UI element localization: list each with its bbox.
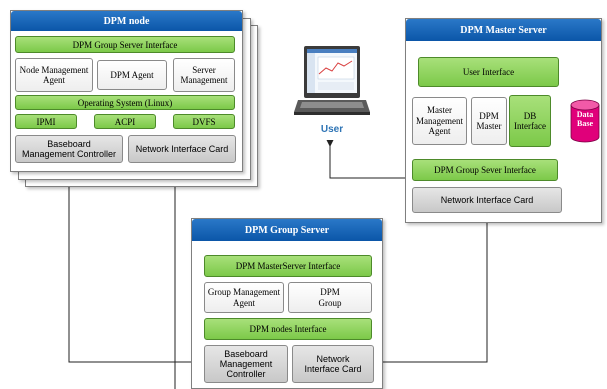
dvfs: DVFS xyxy=(173,114,235,129)
dpm-node-title: DPM node xyxy=(11,11,242,31)
master-user-interface: User Interface xyxy=(418,57,559,87)
group-server-panel: DPM Group Server DPM MasterServer Interf… xyxy=(191,218,383,389)
ipmi: IPMI xyxy=(15,114,77,129)
user-laptop: User xyxy=(294,44,370,136)
node-group-server-interface: DPM Group Server Interface xyxy=(15,36,235,53)
operating-system: Operating System (Linux) xyxy=(15,95,235,110)
group-management-agent: Group Management Agent xyxy=(204,282,284,313)
database-label: Data Base xyxy=(576,110,594,128)
db-interface: DB Interface xyxy=(509,95,551,147)
bmc-link xyxy=(65,156,205,366)
master-server-panel: DPM Master Server User Interface Master … xyxy=(405,18,602,223)
acpi: ACPI xyxy=(94,114,156,129)
dpm-node-panel: DPM node DPM Group Server Interface Node… xyxy=(10,10,243,172)
dpm-master: DPM Master xyxy=(471,97,507,145)
node-management-agent: Node Management Agent xyxy=(15,58,93,92)
node-bmc: Baseboard Management Controller xyxy=(15,135,123,163)
server-management: Server Management xyxy=(173,58,235,92)
database: Data Base xyxy=(570,99,600,143)
master-server-title: DPM Master Server xyxy=(406,19,601,41)
master-group-server-interface: DPM Group Sever Interface xyxy=(412,159,558,181)
group-server-title: DPM Group Server xyxy=(192,219,382,241)
master-nic: Network Interface Card xyxy=(412,187,562,213)
laptop-icon xyxy=(294,46,370,115)
master-nic-link xyxy=(368,213,491,366)
group-nic: Network Interface Card xyxy=(292,345,374,383)
dpm-agent: DPM Agent xyxy=(97,60,167,90)
master-management-agent: Master Management Agent xyxy=(412,97,467,145)
group-nodes-interface: DPM nodes Interface xyxy=(204,318,372,340)
user-link xyxy=(326,140,418,179)
group-master-server-interface: DPM MasterServer Interface xyxy=(204,255,372,277)
dpm-group: DPM Group xyxy=(288,282,372,313)
group-bmc: Baseboard Management Controller xyxy=(204,345,288,383)
database-icon xyxy=(570,99,600,143)
node-nic: Network Interface Card xyxy=(128,135,236,163)
user-label: User xyxy=(320,124,344,135)
